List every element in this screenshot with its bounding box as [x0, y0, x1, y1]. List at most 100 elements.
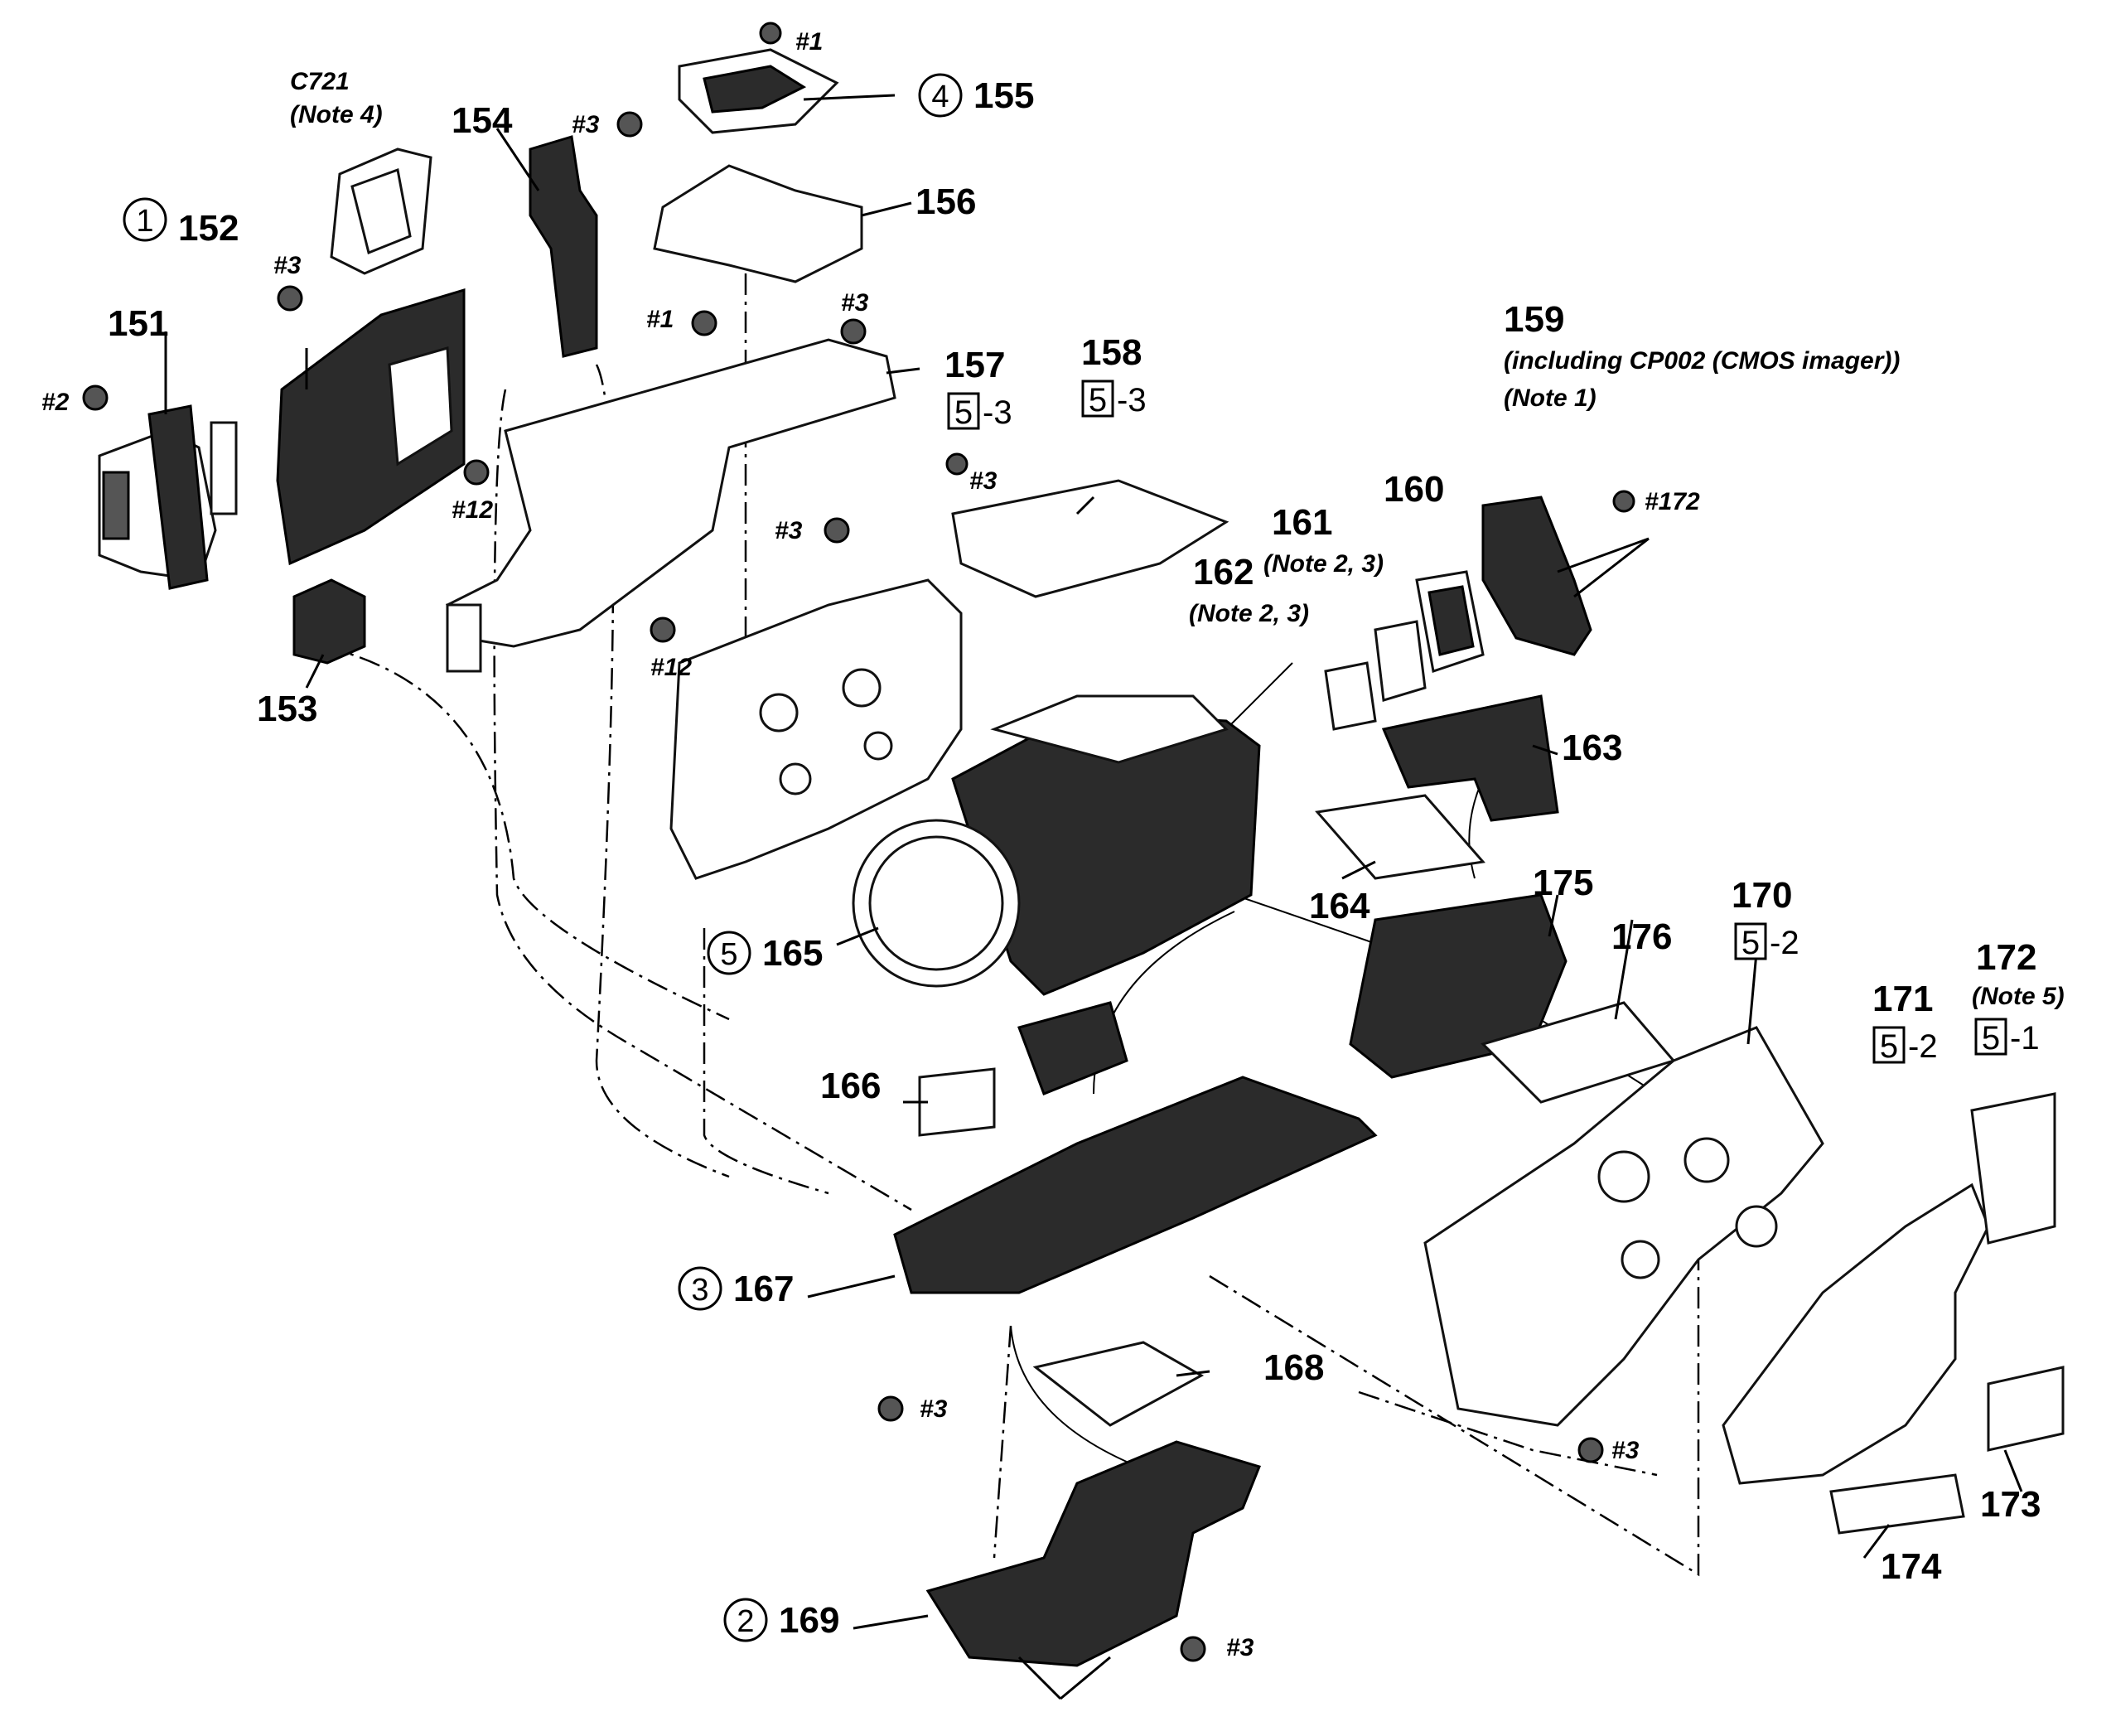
label-170: 170 [1732, 875, 1792, 916]
label-153: 153 [257, 689, 317, 729]
part-168-sheet [1032, 1341, 1205, 1427]
part-155-top-unit [678, 48, 839, 134]
part-173-sheet [1987, 1366, 2065, 1452]
label-162-note: (Note 2, 3) [1189, 600, 1309, 627]
circled-3 [678, 1266, 722, 1311]
circled-4 [918, 73, 963, 118]
screw-label-3g: #3 [1611, 1437, 1640, 1464]
screws [82, 22, 1635, 1662]
part-156-bracket [653, 164, 863, 283]
label-172-note: (Note 5) [1972, 983, 2065, 1010]
label-174: 174 [1881, 1546, 1942, 1587]
label-165: 165 [762, 933, 823, 974]
label-166: 166 [820, 1066, 881, 1106]
label-172: 172 [1976, 937, 2036, 978]
part-151-connector [98, 404, 238, 590]
part-171-frame [1722, 1182, 1990, 1485]
label-152: 152 [178, 208, 239, 249]
screw-label-1a: #1 [795, 28, 823, 56]
part-167-main-board [893, 1076, 1378, 1294]
part-157-frame [445, 338, 896, 673]
part-159-sensor [1481, 496, 1592, 656]
label-155: 155 [973, 75, 1034, 116]
box-170-suffix: -2 [1770, 925, 1799, 961]
label-164: 164 [1309, 886, 1370, 926]
part-170-chassis [1423, 1026, 1824, 1427]
part-164-sheet [1315, 794, 1485, 880]
label-158: 158 [1081, 332, 1142, 373]
circled-3-text: 3 [691, 1273, 708, 1308]
screw-label-3f: #3 [920, 1395, 948, 1423]
screw-label-1b: #1 [646, 306, 674, 333]
part-172-sheet [1970, 1092, 2056, 1245]
label-173: 173 [1980, 1484, 2041, 1525]
screw-label-172: #172 [1645, 488, 1700, 515]
part-163-cushion [1381, 694, 1559, 822]
box-171-suffix: -2 [1908, 1028, 1938, 1065]
part-154-lever [529, 135, 598, 358]
box-157-suffix: -3 [983, 394, 1012, 431]
label-159: 159 [1504, 299, 1564, 340]
circled-2 [723, 1598, 768, 1642]
box-172 [1974, 1018, 2007, 1056]
screw-label-3h: #3 [1226, 1634, 1254, 1661]
part-158-bracket [951, 479, 1229, 598]
box-172-text: 5 [1982, 1020, 2000, 1057]
screw-label-3d: #3 [969, 467, 998, 495]
box-171-text: 5 [1880, 1028, 1898, 1065]
box-172-suffix: -1 [2010, 1020, 2040, 1057]
part-162-filter [1324, 661, 1377, 731]
screw-label-12a: #12 [452, 496, 493, 524]
screw-label-3a: #3 [273, 252, 302, 279]
box-170-text: 5 [1741, 925, 1760, 961]
label-159-note2: (Note 1) [1504, 384, 1597, 412]
circled-5-text: 5 [720, 937, 737, 972]
circled-2-text: 2 [737, 1604, 754, 1639]
label-c721: C721 [290, 68, 350, 95]
screw-label-3e: #3 [775, 517, 803, 544]
part-153-bracket [292, 578, 366, 665]
part-174-sheet [1829, 1473, 1965, 1535]
label-157: 157 [944, 345, 1005, 385]
label-163: 163 [1562, 728, 1622, 768]
part-161-filter [1374, 620, 1427, 702]
part-169-board [925, 1440, 1262, 1667]
part-152-shield-sheet [276, 288, 466, 566]
label-159-note1: (including CP002 (CMOS imager)) [1504, 347, 1900, 375]
label-160: 160 [1384, 469, 1444, 510]
part-165-lens-block [852, 694, 1261, 996]
screw-label-12b: #12 [650, 654, 692, 681]
label-151: 151 [108, 303, 168, 344]
box-157-text: 5 [954, 394, 973, 431]
box-171 [1872, 1026, 1906, 1064]
part-160-frame [1415, 570, 1485, 673]
label-c721-note: (Note 4) [290, 101, 383, 128]
label-156: 156 [915, 181, 976, 222]
circled-1 [123, 197, 167, 242]
circled-1-text: 1 [136, 204, 153, 239]
part-c721-gasket [330, 147, 432, 275]
part-166-sheet [918, 1001, 1128, 1137]
label-154: 154 [452, 100, 513, 141]
box-158-suffix: -3 [1117, 382, 1147, 418]
label-161-note: (Note 2, 3) [1263, 550, 1384, 578]
label-167: 167 [733, 1269, 794, 1309]
label-175: 175 [1533, 863, 1593, 903]
box-158-text: 5 [1089, 382, 1107, 418]
screw-label-3c: #3 [841, 289, 869, 317]
label-leaders [164, 94, 2023, 1700]
label-161: 161 [1272, 502, 1332, 543]
label-168: 168 [1263, 1347, 1324, 1388]
screw-label-2: #2 [41, 389, 70, 416]
label-176: 176 [1611, 916, 1672, 957]
box-158 [1081, 380, 1114, 418]
screw-label-3b: #3 [572, 111, 600, 138]
part-chassis-plate [669, 578, 963, 880]
label-162: 162 [1193, 552, 1254, 592]
box-157 [947, 392, 980, 430]
circled-4-text: 4 [931, 80, 949, 114]
label-171: 171 [1872, 979, 1933, 1019]
label-169: 169 [779, 1600, 839, 1641]
box-170 [1734, 922, 1767, 960]
